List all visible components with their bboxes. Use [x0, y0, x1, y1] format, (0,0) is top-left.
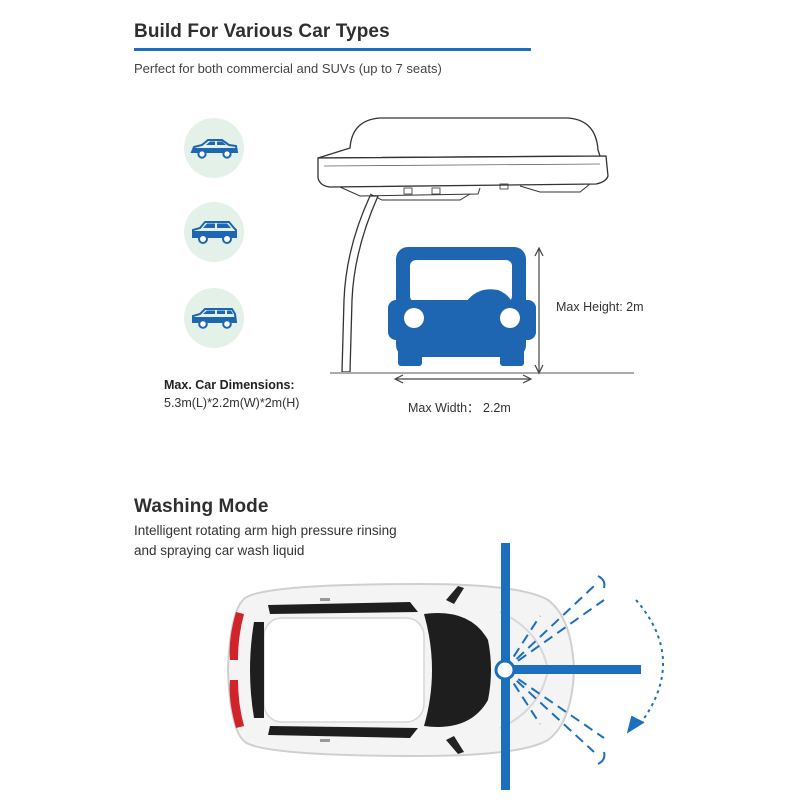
max-dimensions-value: 5.3m(L)*2.2m(W)*2m(H) [164, 396, 300, 410]
max-width-label: Max Width： 2.2m [408, 401, 511, 415]
max-height-label: Max Height: 2m [556, 300, 644, 314]
section-title-washing-mode: Washing Mode [134, 496, 269, 517]
suv-icon [184, 202, 244, 262]
max-dimensions-heading: Max. Car Dimensions: [164, 378, 295, 392]
washing-description-line1: Intelligent rotating arm high pressure r… [134, 523, 397, 538]
wagon-icon [184, 288, 244, 348]
sedan-icon [184, 118, 244, 178]
section-title-car-types: Build For Various Car Types [134, 21, 390, 42]
section-subtitle-car-types: Perfect for both commercial and SUVs (up… [134, 61, 442, 76]
washing-description-line2: and spraying car wash liquid [134, 543, 305, 558]
title-underline [134, 48, 531, 51]
